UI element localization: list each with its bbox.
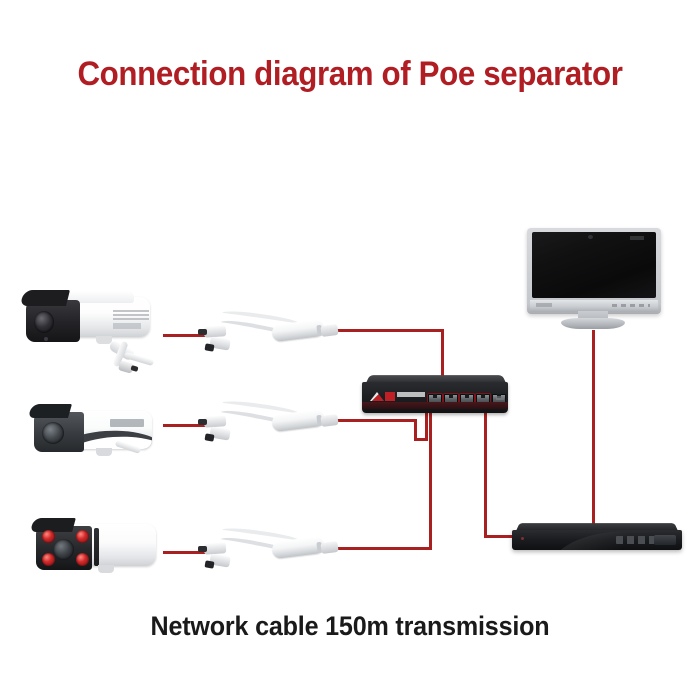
switch-brand-text [397,392,425,397]
camera-top-sunshade [20,290,70,306]
camera-bottom-sunshade [30,518,76,532]
splitter-pin-upper [198,546,207,552]
cable-splitter2-to-switch-h [330,419,416,422]
camera-top-brand-mark [113,310,149,321]
switch-right-label [496,396,504,400]
nvr-front-port-panel[interactable] [654,535,676,545]
switch-front-panel [362,382,508,413]
cable-splitter1-to-switch-v [441,329,444,377]
camera-middle-brand-mark [110,419,144,427]
camera-bottom-ir-led [42,530,55,543]
cable-splitter1-to-switch-h [330,329,444,332]
monitor-stand-base [561,318,625,329]
camera-top-mount [96,336,112,344]
monitor-brand-mark [630,236,644,240]
poe-splitter-2[interactable] [196,396,342,452]
monitor-osd-buttons[interactable] [612,304,650,307]
cable-monitor-to-nvr [592,330,595,534]
camera-bottom-ir-led [76,553,89,566]
cable-splitter3-to-switch-v [429,406,432,549]
poe-splitter-1[interactable] [196,306,342,362]
monitor-chin-brand-mark [536,303,552,307]
diagram-caption: Network cable 150m transmission [150,611,550,641]
cable-splitter3-to-switch-h [330,547,432,550]
splitter-pin-upper [198,419,207,425]
cable-camera-bottom-to-splitter [163,551,209,554]
splitter-pin-lower [204,343,215,352]
switch-label-stripe [362,402,508,409]
camera-top-ir-sensor [44,337,48,341]
cable-splitter2-to-switch-v [414,419,417,441]
monitor-screen [532,232,656,298]
cable-camera-top-to-splitter [163,334,209,337]
cable-switch-to-nvr-h [484,535,526,538]
splitter-pin-lower [204,433,215,442]
camera-middle-lens [42,422,64,444]
camera-bottom-side-vent [94,528,99,566]
monitor-chin [530,300,658,312]
splitter-connector-upper [203,542,227,555]
poe-switch[interactable] [362,374,508,418]
splitter-pin-lower [204,560,215,569]
nvr-status-led [521,537,524,540]
poe-splitter-3[interactable] [196,523,342,579]
switch-brand-logo-block-icon [385,392,395,401]
cable-camera-middle-to-splitter [163,424,209,427]
cable-splitter2-to-switch-v2 [425,404,428,440]
splitter-connector-upper [203,325,227,338]
splitter-input-jack [320,414,339,427]
splitter-connector-upper [203,415,227,428]
camera-top-lens [34,311,54,333]
cable-splitter2-to-switch-h2 [414,438,428,441]
camera-middle-mount [96,448,112,456]
nvr-front-buttons[interactable] [616,536,662,544]
splitter-input-jack [320,541,339,554]
nvr-front-panel [512,530,682,550]
camera-bottom-lens [53,539,74,560]
splitter-pin-upper [198,329,207,335]
monitor-webcam-icon [588,235,593,239]
page-title: Connection diagram of Poe separator [77,55,623,93]
switch-brand-logo-icon [370,392,384,401]
splitter-input-jack [320,324,339,337]
camera-top-brand-submark [113,323,141,329]
camera-bottom-ir-led [42,553,55,566]
cable-switch-to-nvr-v [484,408,487,537]
camera-bottom-mount [98,565,114,573]
camera-middle-sunshade [27,404,73,418]
camera-bottom-ir-led [76,530,89,543]
